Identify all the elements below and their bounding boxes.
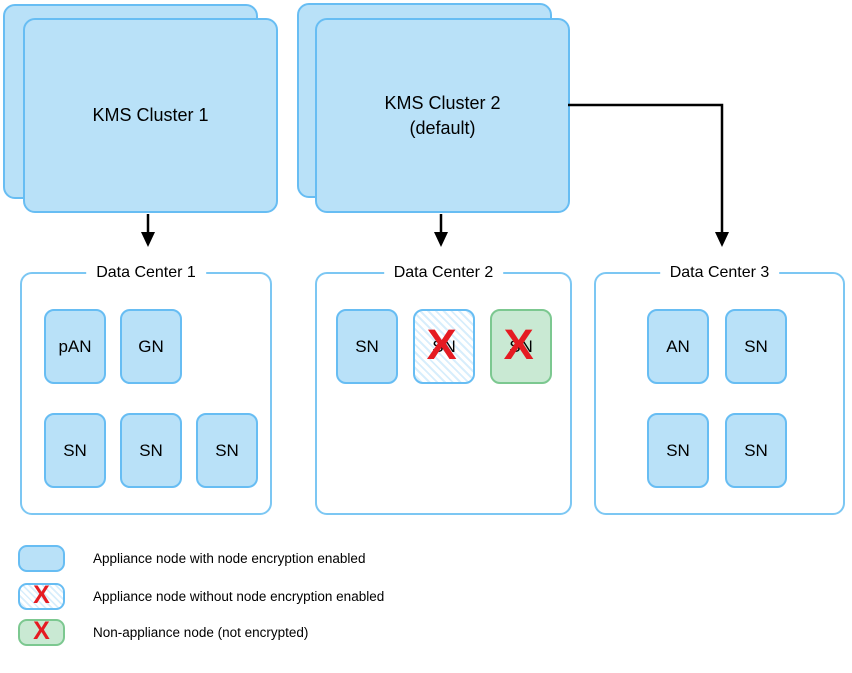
legend-swatch-non-appliance: X <box>18 619 65 646</box>
node-label: SN <box>63 440 87 460</box>
x-mark-icon: X <box>33 617 50 645</box>
node-label: SN <box>355 336 379 356</box>
kms-cluster-2-label: KMS Cluster 2 (default) <box>384 91 500 141</box>
arrow-cluster2-to-dc3 <box>568 103 729 247</box>
kms-cluster-2-label-line1: KMS Cluster 2 <box>384 92 501 113</box>
node-sn: SN <box>120 413 182 488</box>
data-center-3-container: Data Center 3 AN SN SN SN <box>594 263 845 515</box>
node-gn: GN <box>120 309 182 384</box>
arrow-cluster2-to-dc2 <box>434 214 448 247</box>
kms-cluster-1-label: KMS Cluster 1 <box>92 105 209 125</box>
node-label: GN <box>138 336 164 356</box>
kms-cluster-2-label-line2: (default) <box>409 117 476 138</box>
data-center-2-container: Data Center 2 SN SN X SN X <box>315 263 572 515</box>
node-sn: SN <box>725 309 787 384</box>
data-center-3-title: Data Center 3 <box>659 263 780 282</box>
legend-item-appliance-unencrypted: X Appliance node without node encryption… <box>18 583 384 610</box>
kms-cluster-1-card: KMS Cluster 1 <box>23 18 278 213</box>
node-label: SN <box>215 440 239 460</box>
node-pan: pAN <box>44 309 106 384</box>
legend-item-non-appliance: X Non-appliance node (not encrypted) <box>18 619 308 646</box>
legend-swatch-appliance-unencrypted: X <box>18 583 65 610</box>
node-label: SN <box>432 336 456 356</box>
legend-swatch-appliance-encrypted <box>18 545 65 572</box>
x-mark-icon: X <box>503 320 534 369</box>
node-an: AN <box>647 309 709 384</box>
node-sn-unencrypted: SN X <box>413 309 475 384</box>
node-sn: SN <box>647 413 709 488</box>
arrow-cluster1-to-dc1 <box>141 214 155 247</box>
data-center-1-container: Data Center 1 pAN GN SN SN SN <box>20 263 272 515</box>
node-sn: SN <box>725 413 787 488</box>
legend-label: Appliance node with node encryption enab… <box>93 551 366 566</box>
legend-item-appliance-encrypted: Appliance node with node encryption enab… <box>18 545 365 572</box>
legend-label: Non-appliance node (not encrypted) <box>93 625 309 640</box>
node-sn: SN <box>44 413 106 488</box>
node-label: SN <box>744 336 768 356</box>
node-label: SN <box>509 336 533 356</box>
x-mark-icon: X <box>33 581 50 609</box>
data-center-1-title: Data Center 1 <box>86 263 206 282</box>
node-label: pAN <box>58 336 92 356</box>
node-label: SN <box>744 440 768 460</box>
node-label: SN <box>139 440 163 460</box>
node-label: SN <box>666 440 690 460</box>
node-sn: SN <box>196 413 258 488</box>
kms-cluster-2-card: KMS Cluster 2 (default) <box>315 18 570 213</box>
x-mark-icon: X <box>426 320 457 369</box>
node-label: AN <box>666 336 690 356</box>
node-sn: SN <box>336 309 398 384</box>
data-center-2-title: Data Center 2 <box>383 263 504 282</box>
node-sn-non-appliance: SN X <box>490 309 552 384</box>
legend-label: Appliance node without node encryption e… <box>93 589 385 604</box>
